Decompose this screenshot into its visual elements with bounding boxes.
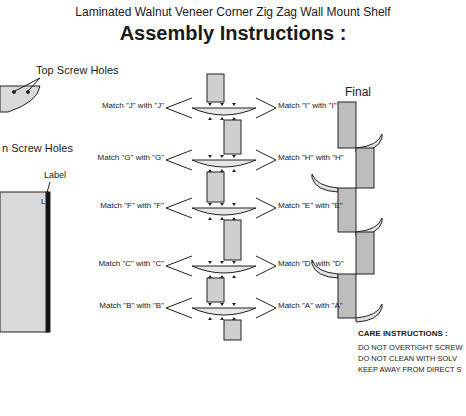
leader-line (256, 150, 276, 160)
arrow-mark (220, 155, 224, 158)
arrow-mark (232, 261, 236, 264)
match-label: Match "H" with "H" (278, 154, 344, 163)
leader-line (166, 198, 192, 208)
arrow-mark (232, 203, 236, 206)
arrow-mark (232, 117, 236, 120)
leader-line (15, 78, 40, 91)
arrow-mark (232, 275, 236, 278)
leader-line (256, 208, 276, 218)
arrow-mark (208, 103, 212, 106)
match-label: Match "I" with "I" (278, 102, 336, 111)
arrow-mark (232, 217, 236, 220)
leader-line (256, 266, 276, 276)
arrow-mark (208, 275, 212, 278)
arrow-mark (232, 103, 236, 106)
leader-line (166, 150, 192, 160)
leader-line (256, 160, 276, 170)
arrow-mark (232, 303, 236, 306)
shelf-panel (338, 102, 356, 148)
shelf-board (192, 266, 256, 273)
leader-line (256, 108, 276, 118)
arrow-mark (220, 117, 224, 120)
arrow-mark (208, 155, 212, 158)
arrow-mark (232, 317, 236, 320)
arrow-mark (220, 169, 224, 172)
leader-line (166, 298, 192, 308)
match-label: Match "D" with "D" (278, 260, 344, 269)
care-note: DO NOT OVERTIGHT SCREW (358, 344, 463, 352)
leader-line (166, 256, 192, 266)
shelf-panel (356, 148, 374, 188)
match-label: Match "G" with "G" (98, 154, 164, 163)
leader-line (166, 108, 192, 118)
match-label: Match "C" with "C" (98, 260, 164, 269)
leader-line (166, 266, 192, 276)
leader-line (28, 78, 40, 91)
view-label: Final (345, 86, 371, 99)
arrow-mark (232, 155, 236, 158)
match-label: Match "J" with "J" (102, 102, 164, 111)
care-note: DO NOT CLEAN WITH SOLV (358, 355, 457, 363)
leader-line (256, 98, 276, 108)
care-note: KEEP AWAY FROM DIRECT S (358, 366, 462, 374)
leader-line (46, 182, 50, 196)
leader-line (256, 308, 276, 318)
arrow-mark (220, 203, 224, 206)
part-label: n Screw Holes (2, 142, 73, 154)
part-label: Label (44, 171, 66, 181)
arrow-mark (220, 303, 224, 306)
shelf-panel (356, 232, 374, 274)
leader-line (166, 208, 192, 218)
leader-line (256, 298, 276, 308)
label-mark: L (41, 198, 45, 207)
shelf-panel (338, 274, 356, 318)
shelf-board (192, 208, 256, 215)
part-label: Top Screw Holes (36, 64, 119, 76)
arrow-mark (232, 169, 236, 172)
shelf-panel (207, 172, 224, 202)
shelf-board (192, 308, 256, 315)
arrow-mark (220, 275, 224, 278)
leader-line (166, 308, 192, 318)
shelf-top-view (0, 86, 40, 112)
arrow-mark (220, 217, 224, 220)
shelf-panel (224, 120, 241, 154)
arrow-mark (208, 203, 212, 206)
leader-line (256, 198, 276, 208)
care-heading: CARE INSTRUCTIONS : (358, 330, 448, 339)
arrow-mark (220, 261, 224, 264)
leader-line (166, 160, 192, 170)
leader-line (256, 256, 276, 266)
match-label: Match "B" with "B" (99, 302, 164, 311)
shelf-panel (224, 320, 241, 340)
arrow-mark (220, 103, 224, 106)
arrow-mark (208, 303, 212, 306)
match-label: Match "E" with "E" (278, 202, 343, 211)
match-label: Match "F" with "F" (100, 202, 164, 211)
arrow-mark (220, 317, 224, 320)
shelf-board (312, 174, 338, 192)
arrow-mark (208, 261, 212, 264)
arrow-mark (208, 117, 212, 120)
shelf-panel (207, 278, 224, 302)
side-panel (0, 192, 48, 332)
shelf-board (192, 160, 256, 167)
shelf-panel (224, 220, 241, 260)
heading: Assembly Instructions : (120, 22, 347, 44)
title: Laminated Walnut Veneer Corner Zig Zag W… (75, 6, 390, 19)
arrow-mark (208, 217, 212, 220)
leader-line (166, 98, 192, 108)
match-label: Match "A" with "A" (278, 302, 343, 311)
shelf-board (356, 304, 382, 322)
shelf-board (192, 108, 256, 115)
arrow-mark (208, 317, 212, 320)
panel-edge (46, 192, 50, 332)
shelf-panel (207, 74, 224, 102)
arrow-mark (208, 169, 212, 172)
